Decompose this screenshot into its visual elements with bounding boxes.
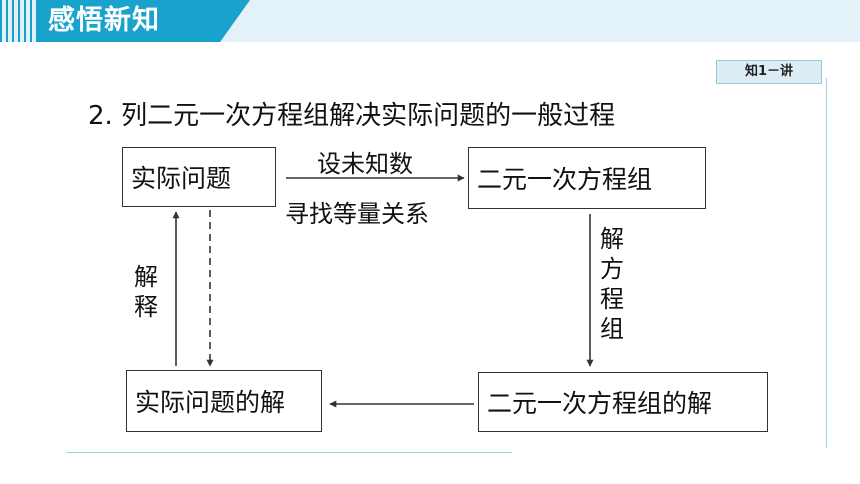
edge-label-solve-system: 解方程组	[600, 225, 624, 343]
node-problem-solution-label: 实际问题的解	[135, 388, 286, 417]
lecture-badge-label: 知1－讲	[744, 64, 794, 79]
bottom-divider	[66, 452, 512, 453]
edge-label-interpret: 解释	[134, 263, 158, 321]
node-real-problem: 实际问题	[122, 147, 276, 207]
header-tab	[36, 0, 250, 42]
edge-label-set-unknowns: 设未知数	[317, 150, 413, 178]
edge-label-find-relations: 寻找等量关系	[285, 200, 429, 228]
right-divider	[826, 78, 827, 448]
node-real-problem-label: 实际问题	[131, 164, 232, 193]
node-equation-system-label: 二元一次方程组	[477, 165, 653, 194]
section-title: 感悟新知	[48, 5, 160, 36]
node-equation-system: 二元一次方程组	[468, 147, 706, 209]
node-system-solution: 二元一次方程组的解	[478, 372, 768, 432]
node-problem-solution: 实际问题的解	[126, 370, 322, 432]
node-system-solution-label: 二元一次方程组的解	[487, 389, 713, 418]
content-heading: 2. 列二元一次方程组解决实际问题的一般过程	[88, 101, 616, 131]
lecture-badge: 知1－讲	[716, 60, 822, 84]
header-stripes	[0, 0, 40, 42]
